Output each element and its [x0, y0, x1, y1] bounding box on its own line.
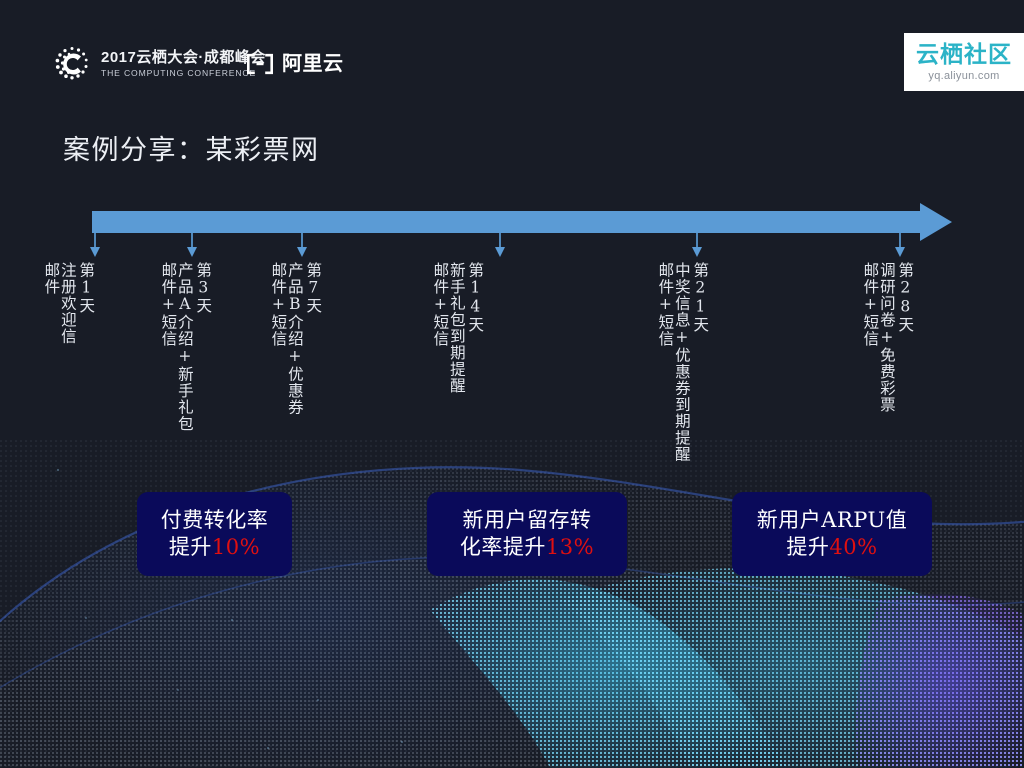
yunqi-community-name: 云栖社区: [916, 40, 1012, 67]
timeline-node-1-channel: 邮件: [42, 262, 61, 295]
conference-logo: 2017云栖大会·成都峰会 THE COMPUTING CONFERENCE: [52, 44, 266, 84]
yunqi-community-logo: 云栖社区 yq.aliyun.com: [904, 33, 1024, 91]
page-title: 案例分享：某彩票网: [63, 135, 320, 166]
timeline-node-3-channel: 邮件+短信: [269, 262, 288, 347]
timeline-node-3-day: 第7天: [304, 262, 323, 314]
result-box-1-value: 10%: [211, 535, 261, 559]
timeline-node-2-channel: 邮件+短信: [159, 262, 178, 347]
timeline-node-6-description: 调研问卷+免费彩票: [877, 262, 896, 413]
timeline-node-4-channel: 邮件+短信: [431, 262, 450, 347]
slide-header: 2017云栖大会·成都峰会 THE COMPUTING CONFERENCE 阿…: [0, 0, 1024, 110]
aliyun-bracket-icon: [247, 53, 273, 75]
timeline-node-5-channel: 邮件+短信: [656, 262, 675, 347]
timeline-node-1-description: 注册欢迎信: [58, 262, 77, 345]
result-box-1-line1: 付费转化率: [160, 508, 269, 533]
yunqi-community-url: yq.aliyun.com: [928, 69, 1000, 82]
result-box-2-value: 13%: [545, 535, 595, 559]
timeline-node-1-day: 第1天: [77, 262, 96, 314]
result-box-3: 新用户ARPU值 提升40%: [732, 492, 932, 576]
aliyun-logo: 阿里云: [245, 53, 344, 75]
yunqi-dot-circle-icon: [55, 47, 88, 80]
timeline-node-6-channel: 邮件+短信: [861, 262, 880, 347]
result-box-2: 新用户留存转 化率提升13%: [427, 492, 627, 576]
timeline-node-4: 第14天 新手礼包到期提醒 邮件+短信: [431, 262, 485, 394]
result-box-3-value: 40%: [829, 535, 878, 559]
timeline-node-4-description: 新手礼包到期提醒: [447, 262, 466, 394]
result-box-3-line1: 新用户ARPU值: [756, 508, 908, 533]
timeline-node-6: 第28天 调研问卷+免费彩票 邮件+短信: [861, 262, 915, 413]
result-box-1-text: 付费转化率 提升10%: [161, 507, 269, 561]
timeline-node-2: 第3天 产品A介绍+新手礼包 邮件+短信: [159, 262, 213, 432]
timeline-node-5-description: 中奖信息+优惠券到期提醒: [672, 262, 691, 463]
conference-subtitle: THE COMPUTING CONFERENCE: [101, 67, 257, 78]
timeline-node-5: 第21天 中奖信息+优惠券到期提醒 邮件+短信: [656, 262, 710, 463]
aliyun-wordmark: 阿里云: [282, 53, 344, 75]
result-box-2-line1: 新用户留存转: [462, 508, 592, 533]
timeline-node-3-description: 产品B介绍+优惠券: [285, 262, 304, 416]
result-box-2-text: 新用户留存转 化率提升13%: [460, 507, 594, 561]
timeline-node-5-day: 第21天: [691, 262, 710, 333]
timeline-node-2-day: 第3天: [194, 262, 213, 314]
timeline-node-4-day: 第14天: [466, 262, 485, 333]
timeline-node-3: 第7天 产品B介绍+优惠券 邮件+短信: [269, 262, 323, 416]
timeline-node-2-description: 产品A介绍+新手礼包: [175, 262, 194, 432]
result-box-3-line2: 提升: [786, 535, 830, 559]
timeline-node-1: 第1天 注册欢迎信 邮件: [42, 262, 96, 345]
result-box-3-text: 新用户ARPU值 提升40%: [757, 507, 907, 561]
timeline-node-6-day: 第28天: [896, 262, 915, 333]
result-box-1: 付费转化率 提升10%: [137, 492, 292, 576]
result-box-1-line2: 提升: [168, 535, 212, 559]
result-box-2-line2: 化率提升: [459, 535, 546, 559]
conference-title: 2017云栖大会·成都峰会: [101, 49, 266, 67]
